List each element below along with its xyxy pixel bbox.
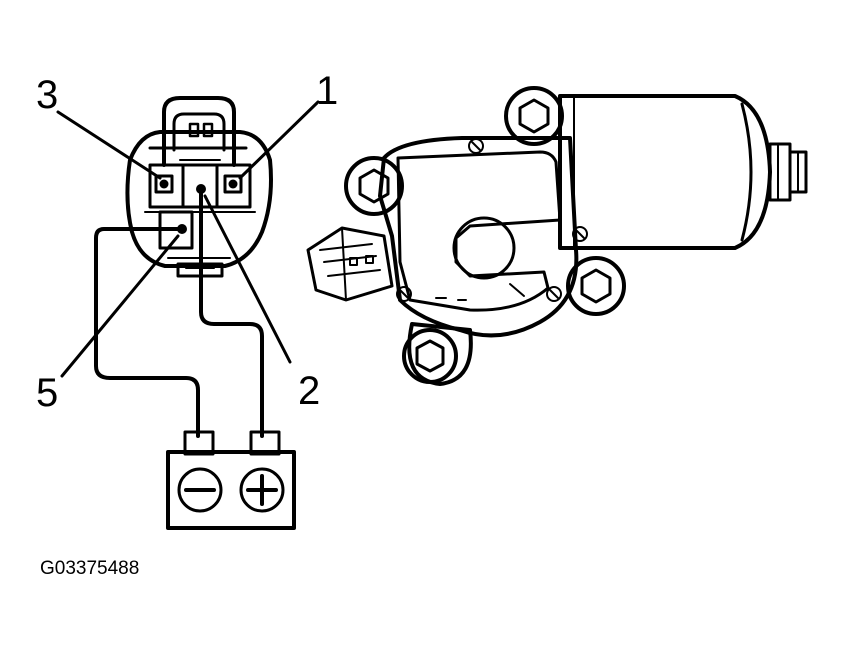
minus-icon [177, 467, 223, 513]
pin-5-label: 5 [36, 371, 58, 415]
pin-1-label: 1 [316, 69, 338, 113]
pin-1-dot [228, 179, 238, 189]
pin-2-label: 2 [298, 369, 320, 413]
figure-code: G03375488 [40, 558, 139, 579]
motor-connector [306, 226, 394, 302]
battery [166, 430, 296, 530]
plus-icon [239, 467, 285, 513]
battery-body [166, 450, 296, 530]
pin-3-label: 3 [36, 73, 58, 117]
leader-lines [56, 100, 320, 378]
pin-3-dot [159, 179, 169, 189]
jumper-wires [94, 188, 264, 438]
wiper-motor [306, 86, 808, 386]
